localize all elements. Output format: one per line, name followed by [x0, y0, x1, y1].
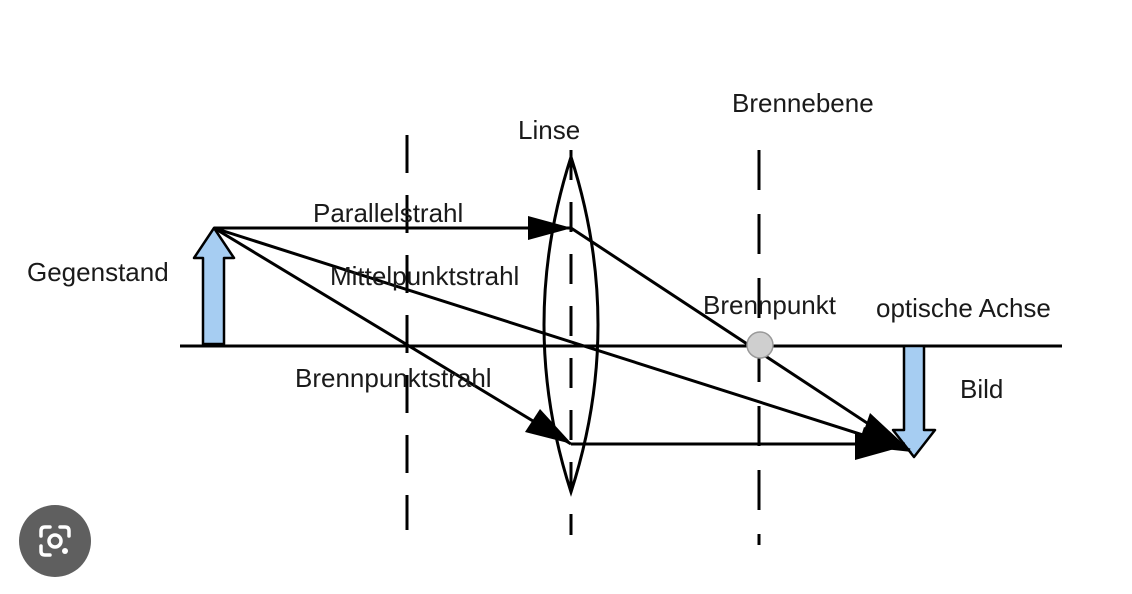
lens-search-icon	[39, 525, 71, 557]
label-bild: Bild	[960, 374, 1003, 404]
center-ray	[213, 226, 911, 452]
label-brennpunkt: Brennpunkt	[703, 290, 837, 320]
object-arrow	[192, 226, 236, 346]
center-ray-arrowhead	[858, 427, 912, 452]
parallel-ray-out	[570, 226, 906, 450]
label-brennpunktstrahl: Brennpunktstrahl	[295, 363, 492, 393]
parallel-ray-arrowhead	[528, 216, 572, 240]
label-parallelstrahl: Parallelstrahl	[313, 198, 463, 228]
label-gegenstand: Gegenstand	[27, 257, 169, 287]
label-optische-achse: optische Achse	[876, 293, 1051, 323]
lens	[542, 152, 600, 497]
lens-search-button[interactable]	[19, 505, 91, 577]
image-arrow	[891, 344, 937, 459]
focal-point	[746, 331, 774, 359]
label-linse: Linse	[518, 115, 580, 145]
focal-ray-arrowhead	[525, 409, 572, 444]
label-mittelpunktstrahl: Mittelpunktstrahl	[330, 261, 519, 291]
label-brennebene: Brennebene	[732, 88, 874, 118]
focal-ray-in	[213, 226, 572, 446]
